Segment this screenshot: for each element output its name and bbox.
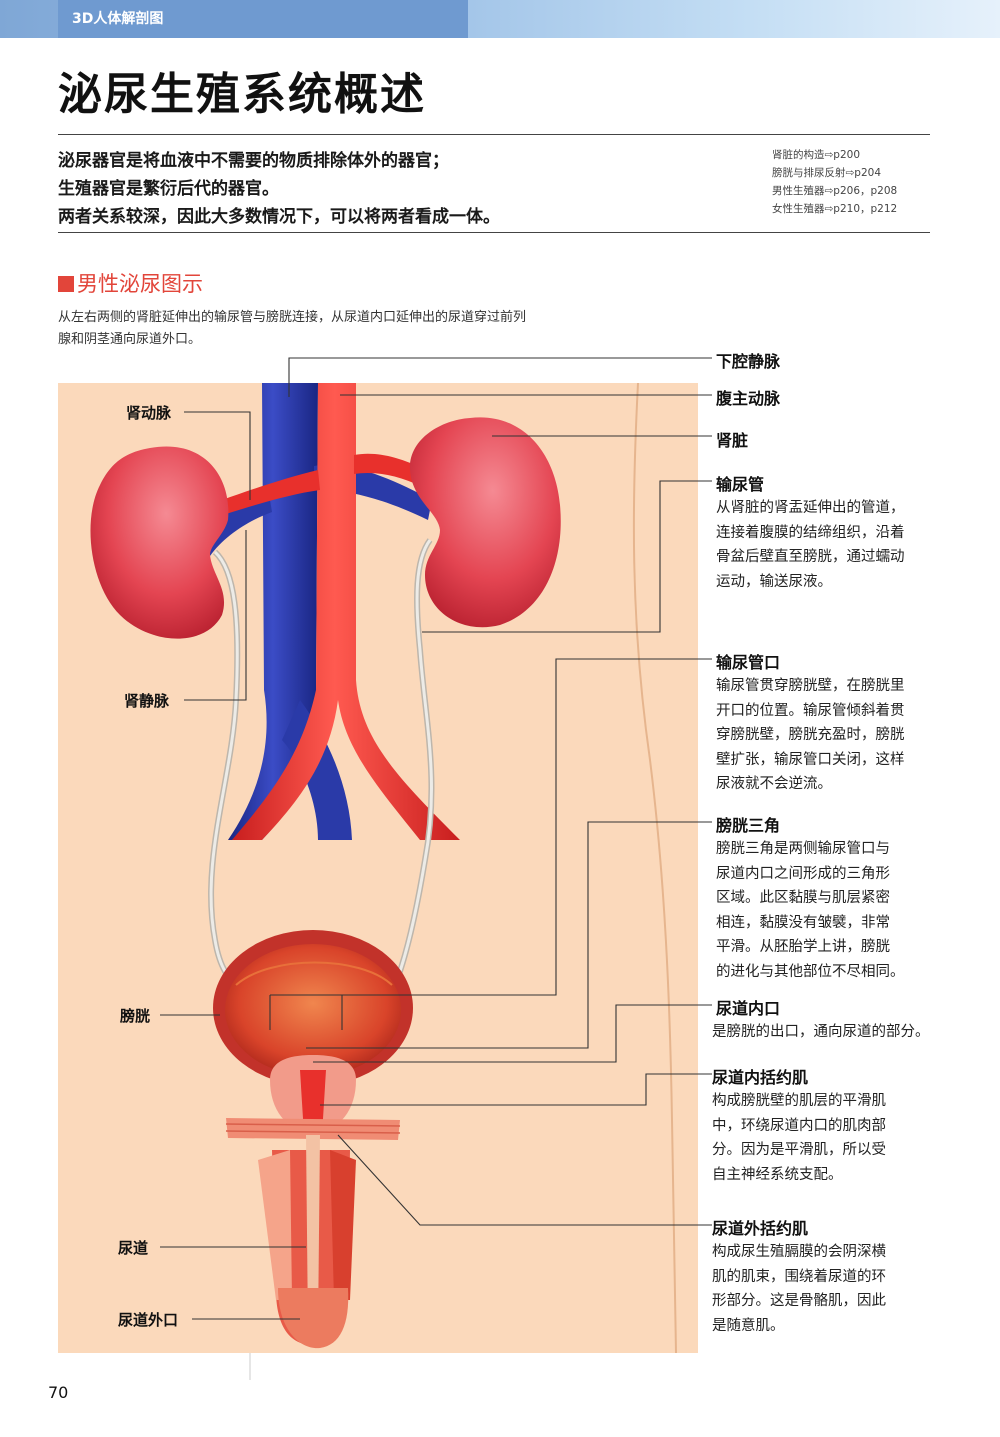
- label-internal-urethral-sphincter: 尿道内括约肌: [712, 1068, 809, 1087]
- desc-trigone: 膀胱三角是两侧输尿管口与 尿道内口之间形成的三角形 区域。此区黏膜与肌层紧密 相…: [716, 841, 905, 980]
- label-external-urethral-orifice: 尿道外口: [118, 1311, 179, 1329]
- left-kidney-shape: [90, 446, 229, 639]
- label-abdominal-aorta: 腹主动脉: [716, 389, 781, 408]
- label-urethra: 尿道: [118, 1239, 149, 1257]
- intro-top-rule: [58, 134, 930, 135]
- cross-ref-2[interactable]: 膀胱与排尿反射⇨p204: [772, 167, 882, 179]
- intro-line-2: 生殖器官是繁衍后代的器官。: [58, 179, 279, 199]
- penis-urethra-shape: [258, 1135, 356, 1349]
- desc-internal-urethral-sphincter: 构成膀胱壁的肌层的平滑肌 中，环绕尿道内口的肌肉部 分。因为是平滑肌，所以受 自…: [712, 1093, 886, 1183]
- desc-ureter: 从肾脏的肾盂延伸出的管道， 连接着腹膜的结缔组织，沿着 骨盆后壁直至膀胱，通过蠕…: [716, 500, 905, 590]
- label-bladder: 膀胱: [120, 1007, 151, 1025]
- desc-ureteric-orifice: 输尿管贯穿膀胱壁，在膀胱里 开口的位置。输尿管倾斜着贯 穿膀胱壁，膀胱充盈时，膀…: [716, 678, 905, 792]
- intro-line-3: 两者关系较深，因此大多数情况下，可以将两者看成一体。: [58, 207, 500, 227]
- section-bullet-icon: [58, 276, 74, 292]
- desc-internal-urethral-orifice: 是膀胱的出口，通向尿道的部分。: [712, 1024, 930, 1040]
- header-tab: [58, 0, 468, 38]
- cross-ref-1[interactable]: 肾脏的构造⇨p200: [772, 149, 861, 161]
- external-sphincter-shape: [226, 1118, 400, 1140]
- bladder-shape: [213, 930, 413, 1086]
- section-desc-line-1: 从左右两侧的肾脏延伸出的输尿管与膀胱连接，从尿道内口延伸出的尿道穿过前列: [58, 310, 527, 325]
- label-internal-urethral-orifice: 尿道内口: [716, 999, 781, 1018]
- leader-lines: [160, 357, 712, 1320]
- cross-ref-3[interactable]: 男性生殖器⇨p206，p208: [772, 185, 898, 197]
- label-renal-vein: 肾静脉: [124, 692, 170, 710]
- label-ureteric-orifice: 输尿管口: [716, 653, 781, 672]
- page-number: 70: [48, 1383, 69, 1402]
- section-desc-line-2: 腺和阴茎通向尿道外口。: [58, 332, 202, 347]
- page-title: 泌尿生殖系统概述: [58, 69, 426, 120]
- label-inferior-vena-cava: 下腔静脉: [716, 352, 781, 371]
- section-title: 男性泌尿图示: [77, 272, 203, 296]
- intro-line-1: 泌尿器官是将血液中不需要的物质排除体外的器官；: [58, 151, 449, 171]
- label-trigone: 膀胱三角: [716, 816, 781, 835]
- series-label: 3D人体解剖图: [72, 11, 164, 27]
- prostate-shape: [270, 1055, 356, 1135]
- label-renal-artery: 肾动脉: [126, 404, 172, 422]
- label-kidney: 肾脏: [716, 431, 749, 450]
- section-heading: 男性泌尿图示: [58, 268, 203, 298]
- body-outline-right: [632, 382, 677, 1354]
- right-kidney-shape: [409, 417, 561, 628]
- label-ureter: 输尿管: [716, 475, 765, 494]
- intro-bottom-rule: [58, 232, 930, 233]
- label-external-urethral-sphincter: 尿道外括约肌: [712, 1219, 809, 1238]
- desc-external-urethral-sphincter: 构成尿生殖膈膜的会阴深横 肌的肌束，围绕着尿道的环 形部分。这是骨骼肌，因此 是…: [712, 1244, 886, 1334]
- cross-ref-4[interactable]: 女性生殖器⇨p210，p212: [772, 203, 898, 215]
